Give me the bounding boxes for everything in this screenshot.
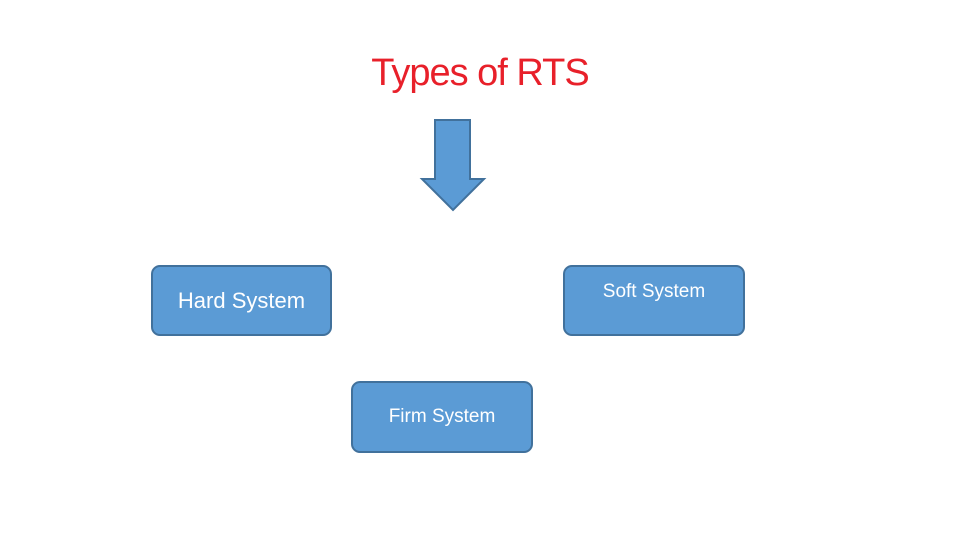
firm-system-box: Firm System (351, 381, 533, 453)
firm-system-label: Firm System (388, 406, 496, 427)
hard-system-box: Hard System (151, 265, 332, 336)
soft-system-label: Soft System (602, 281, 706, 302)
hard-system-label: Hard System (177, 287, 306, 313)
soft-system-box: Soft System (563, 265, 745, 336)
down-arrow-icon (419, 119, 487, 212)
slide-title: Types of RTS (371, 52, 590, 94)
